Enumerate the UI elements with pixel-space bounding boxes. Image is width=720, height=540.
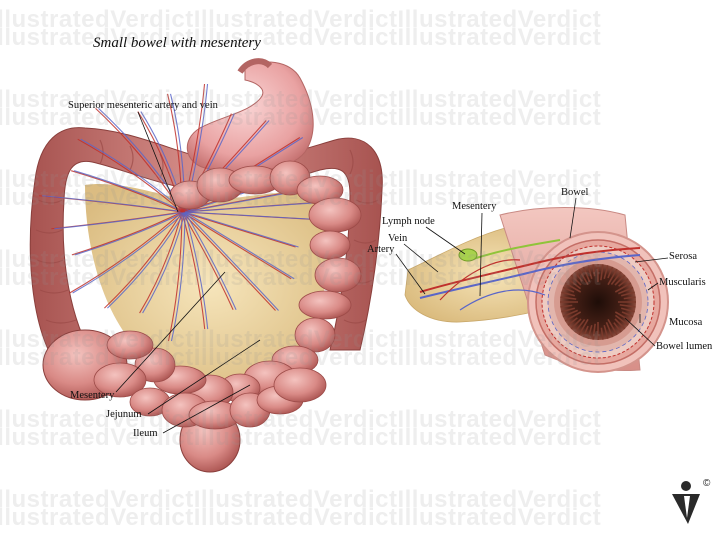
right-leader-lines	[395, 197, 669, 347]
watermark-row: IllustratedVerdictIllustratedVerdictIllu…	[0, 504, 602, 531]
label-ileum: Ileum	[133, 428, 158, 439]
label-mesentery-right: Mesentery	[452, 201, 497, 212]
label-superior-mesenteric: Superior mesenteric artery and vein	[68, 100, 218, 111]
label-serosa: Serosa	[669, 251, 697, 262]
watermark-row: IllustratedVerdictIllustratedVerdictIllu…	[0, 486, 602, 513]
watermark-row: IllustratedVerdictIllustratedVerdictIllu…	[0, 86, 602, 113]
watermark-row: IllustratedVerdictIllustratedVerdictIllu…	[0, 246, 602, 273]
watermark-row: IllustratedVerdictIllustratedVerdictIllu…	[0, 344, 602, 371]
copyright-symbol: ©	[703, 478, 711, 489]
left-leader-lines	[115, 111, 261, 434]
figure-title: Small bowel with mesentery	[93, 35, 261, 51]
stomach	[186, 58, 314, 173]
label-jejunum: Jejunum	[106, 409, 142, 420]
label-vein: Vein	[388, 233, 408, 244]
label-mesentery-left: Mesentery	[70, 390, 115, 401]
logo-icon: ©	[668, 478, 714, 528]
watermark-row: IllustratedVerdictIllustratedVerdictIllu…	[0, 184, 602, 211]
bowel-cross-section	[404, 207, 669, 373]
watermark-row: IllustratedVerdictIllustratedVerdictIllu…	[0, 166, 602, 193]
lymph-node-shape	[458, 248, 478, 262]
label-mucosa: Mucosa	[669, 317, 703, 328]
watermark-row: IllustratedVerdictIllustratedVerdictIllu…	[0, 24, 602, 51]
label-artery: Artery	[367, 244, 395, 255]
label-lymph-node: Lymph node	[382, 216, 435, 227]
label-muscularis: Muscularis	[659, 277, 706, 288]
label-bowel-lumen: Bowel lumen	[656, 341, 713, 352]
watermark-row: IllustratedVerdictIllustratedVerdictIllu…	[0, 104, 602, 131]
watermark-row: IllustratedVerdictIllustratedVerdictIllu…	[0, 424, 602, 451]
watermark-row: IllustratedVerdictIllustratedVerdictIllu…	[0, 406, 602, 433]
label-bowel: Bowel	[561, 187, 589, 198]
left-mesentery	[39, 83, 335, 385]
watermark-row: IllustratedVerdictIllustratedVerdictIllu…	[0, 326, 602, 353]
watermark-row: IllustratedVerdictIllustratedVerdictIllu…	[0, 6, 602, 33]
watermark-row: IllustratedVerdictIllustratedVerdictIllu…	[0, 264, 602, 291]
